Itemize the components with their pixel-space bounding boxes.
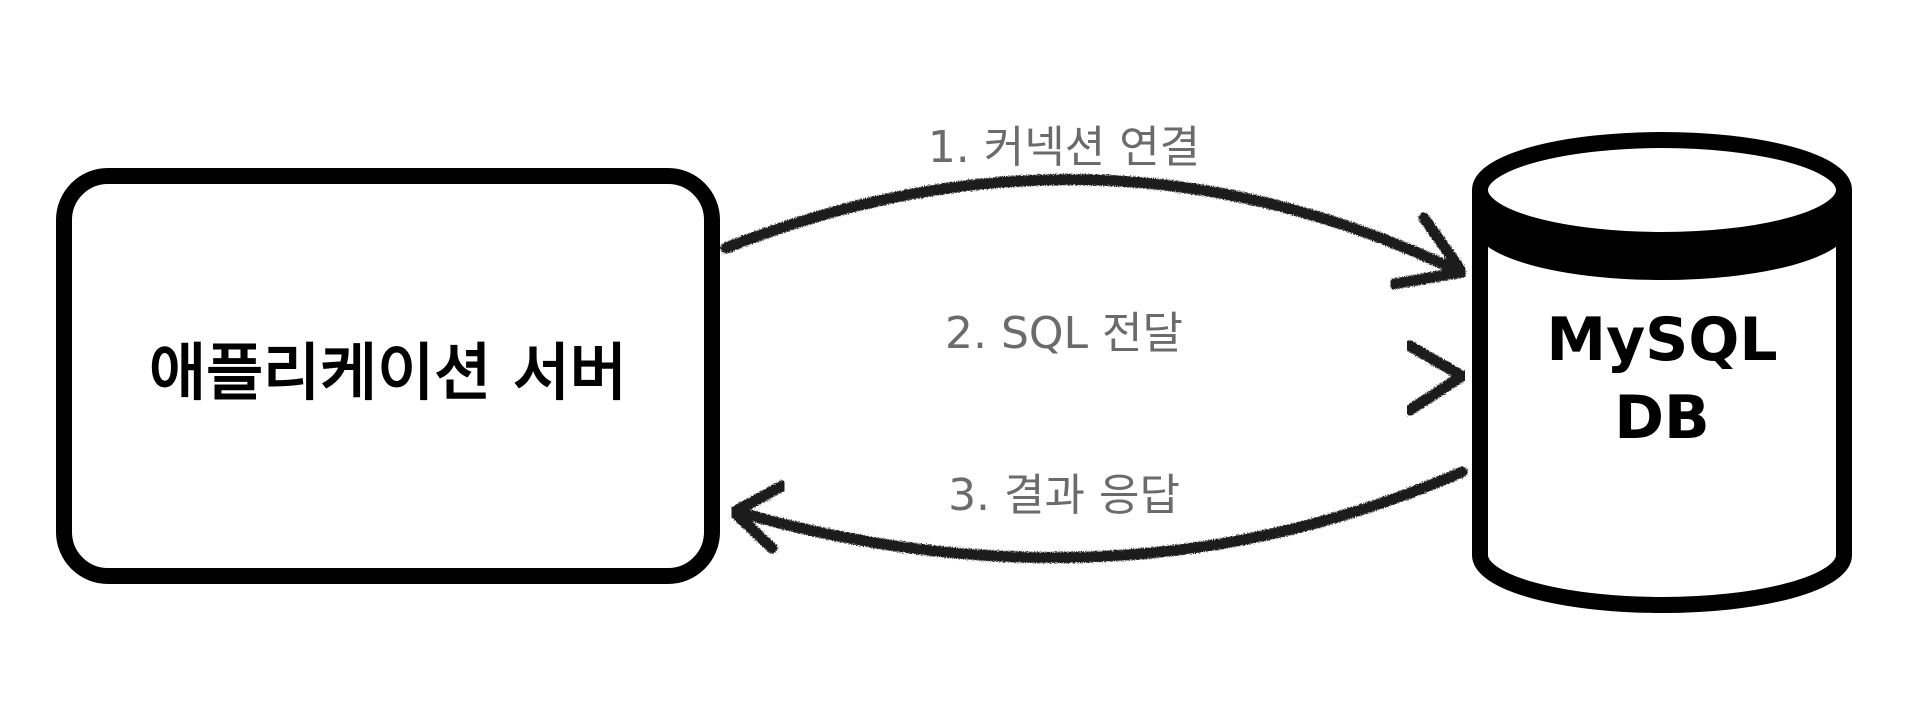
edge-connect: 1. 커넥션 연결	[720, 122, 1468, 290]
database-cylinder-top	[1472, 132, 1852, 248]
database-label-line2: DB	[1614, 383, 1710, 453]
edge-result-arrowhead	[728, 480, 788, 554]
edge-result: 3. 결과 응답	[728, 466, 1468, 564]
database-node: MySQL DB	[1472, 132, 1852, 613]
database-cylinder-band	[1480, 190, 1844, 272]
app-server-node: 애플리케이션 서버	[56, 168, 720, 584]
database-label-line1: MySQL	[1546, 305, 1777, 375]
app-server-label: 애플리케이션 서버	[149, 336, 627, 409]
edge-sql-arrowhead	[1404, 340, 1468, 416]
edge-result-arrow-shaft	[732, 466, 1468, 564]
edge-sql: 2. SQL 전달	[720, 308, 1468, 416]
edge-connect-arrow-shaft	[720, 174, 1466, 278]
edge-connect-label: 1. 커넥션 연결	[928, 122, 1200, 173]
edge-connect-arrowhead	[1388, 212, 1468, 290]
app-server-box	[56, 168, 720, 584]
edge-result-label: 3. 결과 응답	[948, 470, 1180, 521]
database-cylinder-body	[1472, 190, 1852, 613]
edge-sql-label: 2. SQL 전달	[945, 308, 1183, 359]
